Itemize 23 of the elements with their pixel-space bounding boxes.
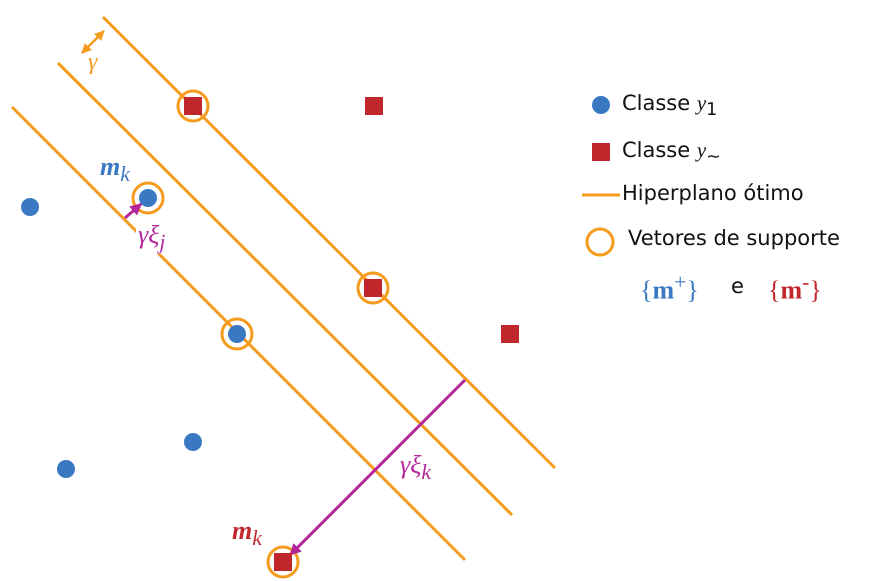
legend-text: Classe y$_{~}$ — [622, 140, 721, 167]
circle-point — [228, 325, 246, 343]
square-point — [501, 325, 519, 343]
square-point — [184, 97, 202, 115]
circle-point — [21, 198, 39, 216]
arrow — [124, 202, 142, 220]
circle-point — [139, 189, 157, 207]
point-label: m$_{k}$ — [232, 518, 262, 550]
conjunction-text: e — [731, 276, 744, 297]
legend-text: Hiperplano ótimo — [622, 183, 804, 204]
square-point — [364, 279, 382, 297]
legend-text: Vetores de supporte — [628, 228, 840, 249]
point-label: m$_{k}$ — [100, 154, 130, 186]
square-point — [274, 553, 292, 571]
support-vector-set: {m$^{+}$} — [640, 272, 699, 304]
support-vector-set: {m$^{-}$} — [768, 272, 822, 304]
legend-text: Classe y$_{1}$ — [622, 93, 718, 120]
dimension-label: γ — [88, 50, 98, 74]
edge-label: γξ$_{j}$ — [136, 222, 168, 254]
square-point — [365, 97, 383, 115]
arrow — [289, 378, 466, 556]
circle-point — [57, 460, 75, 478]
circle-point — [184, 433, 202, 451]
